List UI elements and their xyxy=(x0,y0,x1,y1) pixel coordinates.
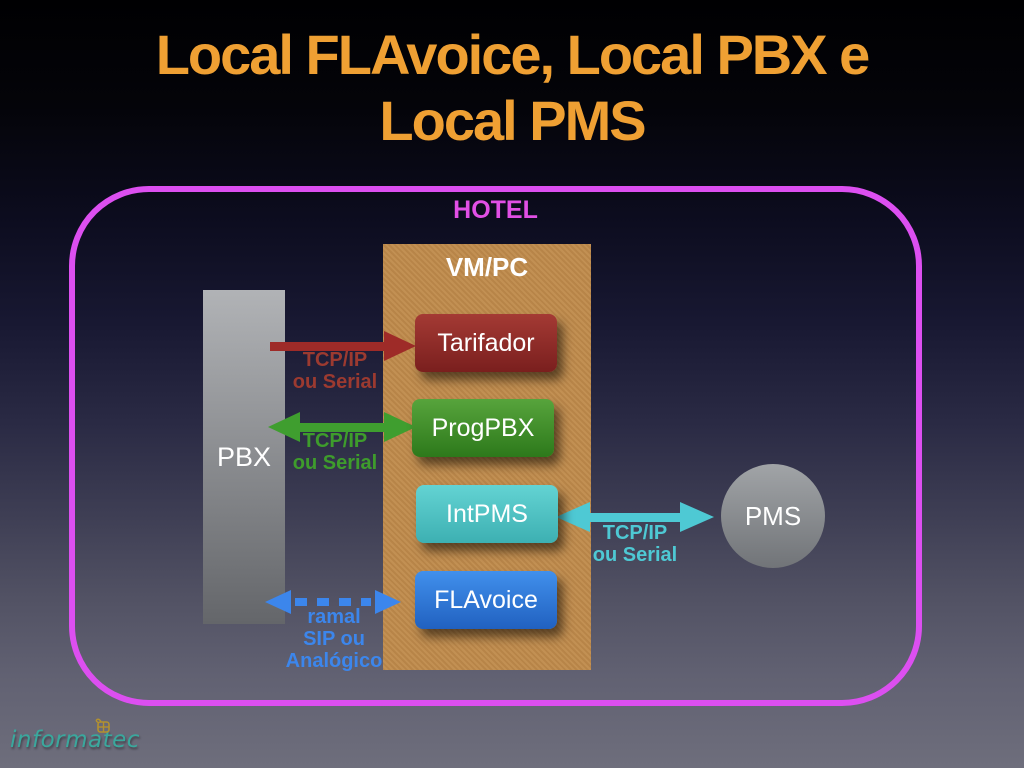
pms-label: PMS xyxy=(744,500,802,531)
page-title: Local FLAvoice, Local PBX e Local PMS xyxy=(0,22,1024,154)
link-label-line: TCP/IP xyxy=(602,522,668,544)
hotel-boundary-box xyxy=(69,186,922,706)
flavoice-box: FLAvoice xyxy=(415,571,557,629)
link-label-line: TCP/IP xyxy=(302,430,368,452)
page-title-line1: Local FLAvoice, Local PBX e xyxy=(155,23,871,86)
link-label-line: ou Serial xyxy=(292,452,378,474)
link-label-line: SIP ou xyxy=(303,628,365,650)
tarifador-label: Tarifador xyxy=(437,328,535,357)
informatec-logo-text: informatec xyxy=(10,727,140,753)
flavoice-label: FLAvoice xyxy=(434,585,538,614)
pbx-flavoice-link-label: ramal SIP ou Analógico xyxy=(271,606,397,672)
progpbx-label: ProgPBX xyxy=(431,413,535,442)
informatec-logo-icon xyxy=(95,718,110,733)
link-label-line: Analógico xyxy=(285,650,383,672)
intpms-label: IntPMS xyxy=(446,499,528,528)
pbx-to-progpbx-arrow xyxy=(268,412,416,442)
link-label-line: ramal xyxy=(307,606,361,628)
hotel-label: HOTEL xyxy=(453,196,538,224)
intpms-box: IntPMS xyxy=(416,485,558,543)
pms-node: PMS xyxy=(721,464,825,568)
link-label-line: ou Serial xyxy=(292,371,378,393)
pbx-to-tarifador-arrow xyxy=(270,331,416,361)
pbx-tarifador-link-label: TCP/IP ou Serial xyxy=(272,349,398,393)
informatec-logo: informatec xyxy=(10,718,140,753)
tarifador-box: Tarifador xyxy=(415,314,557,372)
intpms-pms-link-label: TCP/IP ou Serial xyxy=(572,522,698,566)
link-label-line: TCP/IP xyxy=(302,349,368,371)
vmpc-label: VM/PC xyxy=(445,252,529,282)
pbx-to-flavoice-dashed-arrow xyxy=(265,590,401,614)
pbx-progpbx-link-label: TCP/IP ou Serial xyxy=(272,430,398,474)
intpms-to-pms-arrow xyxy=(556,502,714,532)
page-title-line2: Local PMS xyxy=(379,89,646,152)
link-label-line: ou Serial xyxy=(592,544,678,566)
progpbx-box: ProgPBX xyxy=(412,399,554,457)
pbx-label: PBX xyxy=(216,442,272,472)
